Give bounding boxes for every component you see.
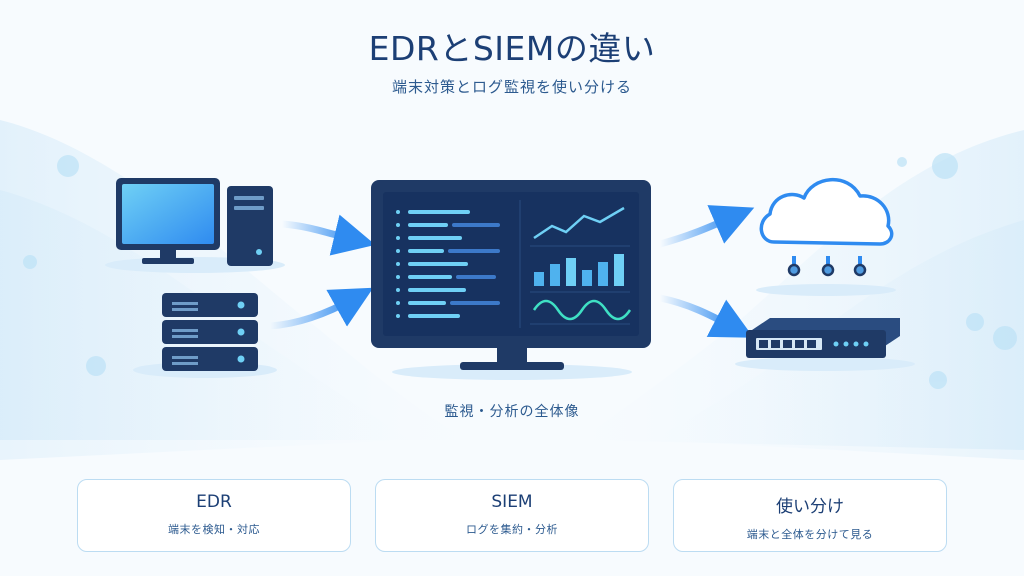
bubble — [23, 255, 37, 269]
network-switch-icon — [735, 318, 915, 371]
arrow-monitor-to-switch — [656, 294, 754, 338]
card-title: SIEM — [491, 492, 533, 512]
bar-mini-chart — [534, 254, 624, 286]
card-title: EDR — [196, 492, 232, 512]
card-description: 端末と全体を分けて見る — [746, 528, 874, 541]
trend-line — [533, 206, 625, 240]
bubble — [86, 356, 106, 376]
arrow-pc-to-monitor — [278, 214, 376, 256]
bubble — [932, 153, 958, 179]
wave-line — [532, 299, 632, 321]
bubble — [929, 371, 947, 389]
siem-card: SIEM ログを集約・分析 — [375, 479, 649, 552]
usage-card: 使い分け 端末と全体を分けて見る — [673, 479, 947, 552]
server-stack-icon — [133, 293, 277, 378]
card-description: 端末を検知・対応 — [168, 523, 260, 536]
monitor-dashboard-icon — [371, 180, 651, 380]
card-title: 使い分け — [776, 497, 844, 517]
page-subtitle: 端末対策とログ監視を使い分ける — [391, 78, 632, 96]
desktop-pc-icon — [105, 178, 285, 273]
arrow-server-to-monitor — [266, 287, 374, 330]
bubble — [897, 157, 907, 167]
page-title: EDRとSIEMの違い — [368, 29, 656, 68]
bubble — [993, 326, 1017, 350]
card-description: ログを集約・分析 — [466, 523, 558, 536]
cloud-icon — [756, 178, 896, 296]
bubble — [57, 155, 79, 177]
log-lines — [396, 210, 500, 318]
edr-card: EDR 端末を検知・対応 — [77, 479, 351, 552]
diagram-caption: 監視・分析の全体像 — [444, 404, 580, 420]
arrow-monitor-to-cloud — [656, 205, 755, 248]
bubble — [966, 313, 984, 331]
